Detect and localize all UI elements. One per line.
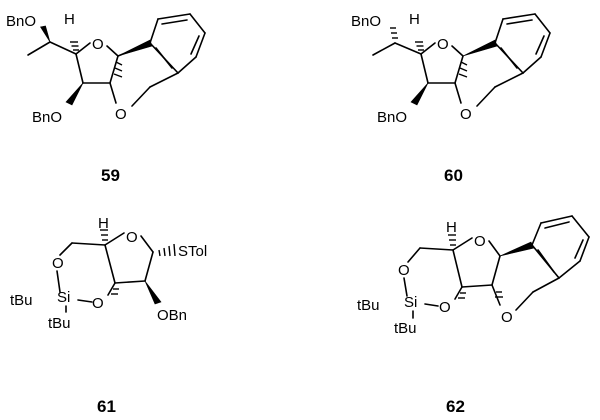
atom-label-lower-oxygen: O <box>115 106 127 123</box>
compound-number-59: 59 <box>101 166 120 185</box>
atom-label-ring-oxygen: O <box>437 36 449 53</box>
stereo-wedge <box>144 280 162 305</box>
stereo-wedge <box>499 241 535 257</box>
atom-label-ring-oxygen: O <box>126 229 138 246</box>
atom-label-obn-bottom: BnO <box>32 109 62 126</box>
atom-label-silyl-oxygen-bottom: O <box>439 299 451 316</box>
atom-label-tbu-a: tBu <box>10 292 33 309</box>
stereo-wedge <box>410 82 429 106</box>
atom-label-ring-oxygen: O <box>92 36 104 53</box>
compound-62-structure: H O O tBu Si tBu O O <box>357 215 590 337</box>
atom-label-ring-oxygen: O <box>474 233 486 250</box>
atom-label-obn-bottom: BnO <box>377 109 407 126</box>
atom-label-silyl-oxygen-top: O <box>398 262 410 279</box>
compound-61-structure: H O STol O tBu Si tBu O OBn <box>10 215 207 332</box>
stereo-wedge <box>40 25 51 43</box>
compound-59-structure: BnO H O BnO O <box>6 11 206 126</box>
compound-number-62: 62 <box>446 397 465 416</box>
atom-label-silyl-oxygen-bottom: O <box>92 295 104 312</box>
atom-label-h: H <box>98 215 109 232</box>
atom-label-si: Si <box>404 294 417 311</box>
atom-label-tbu-b: tBu <box>48 315 71 332</box>
atom-label-obn: OBn <box>157 307 187 324</box>
atom-label-stol: STol <box>178 243 207 260</box>
atom-label-h: H <box>409 11 420 28</box>
atom-label-tbu-a: tBu <box>357 297 380 314</box>
stereo-wedge <box>117 39 153 57</box>
compound-60-structure: BnO H O BnO O <box>351 11 551 126</box>
compound-number-60: 60 <box>444 166 463 185</box>
atom-label-silyl-oxygen-top: O <box>52 255 64 272</box>
atom-label-lower-oxygen: O <box>460 106 472 123</box>
compound-number-61: 61 <box>97 397 116 416</box>
atom-label-h: H <box>446 219 457 236</box>
atom-label-obn-top: BnO <box>351 13 381 30</box>
stereo-wedge <box>65 82 84 106</box>
atom-label-tbu-b: tBu <box>394 320 417 337</box>
atom-label-si: Si <box>57 289 70 306</box>
stereo-wedge <box>462 39 498 57</box>
atom-label-lower-oxygen: O <box>501 309 513 326</box>
atom-label-obn-top: BnO <box>6 13 36 30</box>
atom-label-h: H <box>64 11 75 28</box>
